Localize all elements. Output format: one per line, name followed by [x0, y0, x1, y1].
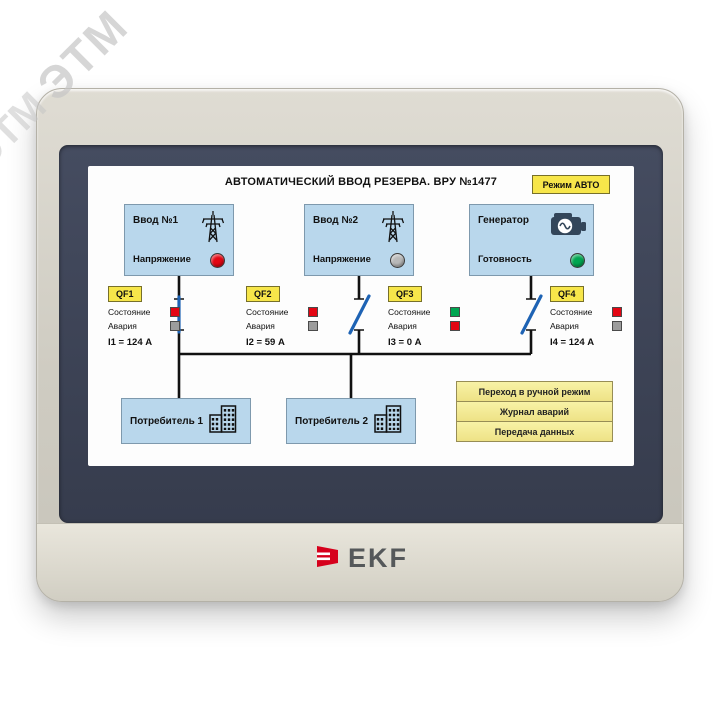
breaker-group-qf1: QF1 Состояние Авария I1 = 124 А [108, 284, 180, 348]
device-front-panel: EKF [37, 523, 683, 601]
power-tower-icon [378, 210, 408, 249]
alarm-label: Авария [108, 321, 137, 331]
source-box-input2: Ввод №2 Напряжение [304, 204, 414, 276]
screen-bezel: АВТОМАТИЧЕСКИЙ ВВОД РЕЗЕРВА. ВРУ №1477 Р… [59, 145, 663, 523]
alarm-indicator [308, 321, 318, 331]
source-box-input1: Ввод №1 Напряжение [124, 204, 234, 276]
breaker-group-qf3: QF3 Состояние Авария I3 = 0 А [388, 284, 460, 348]
breaker-tag[interactable]: QF3 [388, 286, 422, 302]
hmi-screen: АВТОМАТИЧЕСКИЙ ВВОД РЕЗЕРВА. ВРУ №1477 Р… [88, 166, 634, 466]
breaker-group-qf2: QF2 Состояние Авария I2 = 59 А [246, 284, 318, 348]
power-tower-icon [198, 210, 228, 249]
alarm-label: Авария [246, 321, 275, 331]
manual-mode-button[interactable]: Переход в ручной режим [456, 381, 613, 402]
alarm-indicator [612, 321, 622, 331]
state-label: Состояние [388, 307, 431, 317]
alarm-label: Авария [388, 321, 417, 331]
state-label: Состояние [246, 307, 289, 317]
consumer-box-2: Потребитель 2 [286, 398, 416, 444]
state-indicator [612, 307, 622, 317]
breaker-group-qf4: QF4 Состояние Авария I4 = 124 А [550, 284, 622, 348]
current-value: I1 = 124 А [108, 337, 153, 348]
source-box-generator: Генератор Готовность [469, 204, 594, 276]
current-value: I2 = 59 А [246, 337, 285, 348]
menu-button-stack: Переход в ручной режим Журнал аварий Пер… [456, 381, 613, 442]
consumer-box-1: Потребитель 1 [121, 398, 251, 444]
consumer-name: Потребитель 2 [295, 415, 369, 427]
source-name: Ввод №2 [313, 215, 359, 226]
source-status-label: Напряжение [133, 254, 191, 265]
alarm-log-button[interactable]: Журнал аварий [456, 401, 613, 422]
state-label: Состояние [550, 307, 593, 317]
breaker-symbol-qf4-open [520, 294, 543, 335]
source-status-label: Готовность [478, 254, 532, 265]
mode-auto-button[interactable]: Режим АВТО [532, 175, 610, 194]
source-name: Генератор [478, 215, 529, 226]
alarm-indicator [450, 321, 460, 331]
breaker-tag[interactable]: QF1 [108, 286, 142, 302]
building-icon [373, 404, 407, 438]
ekf-logo-text: EKF [348, 543, 408, 573]
breaker-tag[interactable]: QF2 [246, 286, 280, 302]
hmi-panel-device: АВТОМАТИЧЕСКИЙ ВВОД РЕЗЕРВА. ВРУ №1477 Р… [36, 88, 684, 602]
generator-icon [548, 210, 588, 245]
page-title: АВТОМАТИЧЕСКИЙ ВВОД РЕЗЕРВА. ВРУ №1477 [224, 176, 498, 188]
state-label: Состояние [108, 307, 151, 317]
status-indicator-led [390, 253, 405, 268]
ekf-logo-icon [314, 543, 341, 575]
source-status-label: Напряжение [313, 254, 371, 265]
data-transfer-button[interactable]: Передача данных [456, 421, 613, 442]
building-icon [208, 404, 242, 438]
source-name: Ввод №1 [133, 215, 179, 226]
current-value: I4 = 124 А [550, 337, 595, 348]
consumer-name: Потребитель 1 [130, 415, 204, 427]
breaker-tag[interactable]: QF4 [550, 286, 584, 302]
status-indicator-led [210, 253, 225, 268]
state-indicator [308, 307, 318, 317]
status-indicator-led [570, 253, 585, 268]
state-indicator [170, 307, 180, 317]
state-indicator [450, 307, 460, 317]
breaker-symbol-qf2-open [348, 294, 371, 335]
alarm-indicator [170, 321, 180, 331]
alarm-label: Авария [550, 321, 579, 331]
current-value: I3 = 0 А [388, 337, 422, 348]
